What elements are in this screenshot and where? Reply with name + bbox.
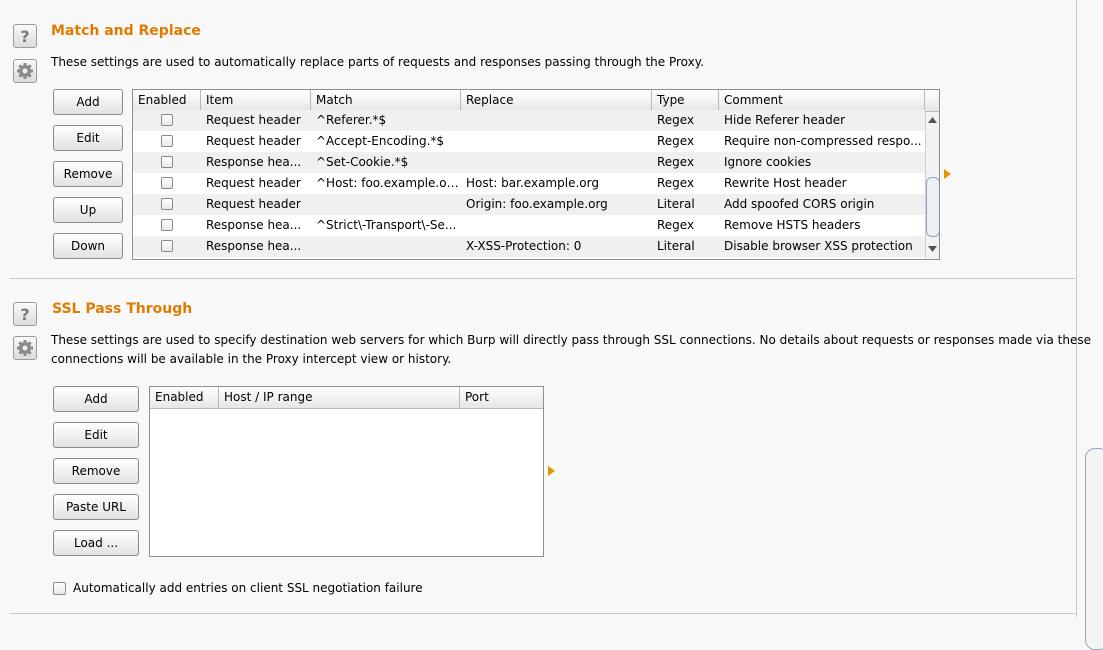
cell-comment: Add spoofed CORS origin	[724, 197, 875, 211]
help-icon: ?	[20, 27, 29, 45]
expand-arrow-icon[interactable]	[944, 169, 951, 179]
table-row[interactable]: Response hea... X-XSS-Protection: 0 Litera…	[133, 236, 925, 257]
cell-replace	[461, 152, 652, 173]
cell-comment: Require non-compressed respo...	[724, 134, 922, 148]
ssl-pass-through-title: SSL Pass Through	[52, 301, 193, 317]
cell-match: ^Set-Cookie.*$	[316, 155, 409, 169]
match-replace-table[interactable]: Enabled Item Match Replace Type Comment …	[132, 89, 940, 260]
match-replace-scrollbar-thumb[interactable]	[926, 177, 939, 237]
ssl-load-button[interactable]: Load ...	[53, 530, 139, 556]
match-replace-up-button[interactable]: Up	[53, 197, 123, 223]
svg-text:?: ?	[20, 305, 29, 323]
ssl-paste-url-button[interactable]: Paste URL	[53, 494, 139, 520]
auto-add-ssl-failure-label: Automatically add entries on client SSL …	[73, 581, 423, 595]
cell-replace: Host: bar.example.org	[466, 176, 599, 190]
table-row[interactable]: Request header ^Accept-Encoding.*$ Regex Re…	[133, 131, 925, 152]
ssl-remove-button[interactable]: Remove	[53, 458, 139, 484]
table-row[interactable]: Request header ^Referer.*$ Regex Hide Refer…	[133, 110, 925, 131]
cell-match: ^Host: foo.example.org$	[316, 176, 461, 190]
row-enabled-checkbox[interactable]	[161, 156, 173, 168]
match-replace-scrollbar[interactable]	[925, 112, 939, 259]
column-header-type[interactable]: Type	[652, 90, 719, 111]
match-replace-add-button[interactable]: Add	[53, 89, 123, 115]
cell-replace	[461, 215, 652, 236]
ssl-edit-button[interactable]: Edit	[53, 422, 139, 448]
cell-replace: Origin: foo.example.org	[466, 197, 608, 211]
gear-icon	[17, 340, 33, 356]
cell-type: Regex	[657, 155, 695, 169]
cell-comment: Remove HSTS headers	[724, 218, 861, 232]
cell-comment: Hide Referer header	[724, 113, 846, 127]
match-replace-title: Match and Replace	[51, 23, 201, 39]
column-header-replace[interactable]: Replace	[461, 90, 652, 111]
column-header-item[interactable]: Item	[201, 90, 311, 111]
table-row[interactable]: Request header Origin: foo.example.org Lit…	[133, 194, 925, 215]
cell-type: Regex	[657, 218, 695, 232]
cell-item: Request header	[206, 134, 301, 148]
table-row[interactable]: Response hea... ^Strict\-Transport\-Se...…	[133, 215, 925, 236]
ssl-add-button[interactable]: Add	[53, 386, 139, 412]
help-button-ssl-pass-through[interactable]: ?	[13, 302, 37, 326]
row-enabled-checkbox[interactable]	[161, 219, 173, 231]
cell-match: ^Strict\-Transport\-Se...	[316, 218, 457, 232]
cell-item: Response hea...	[206, 239, 302, 253]
cell-type: Regex	[657, 176, 695, 190]
cell-item: Request header	[206, 197, 301, 211]
row-enabled-checkbox[interactable]	[161, 135, 173, 147]
column-header-enabled[interactable]: Enabled	[150, 387, 219, 408]
cell-item: Response hea...	[206, 218, 302, 232]
svg-text:?: ?	[20, 27, 29, 45]
cell-match	[311, 194, 461, 215]
settings-button-match-replace[interactable]	[13, 59, 37, 83]
cell-comment: Rewrite Host header	[724, 176, 847, 190]
cell-match: ^Referer.*$	[316, 113, 387, 127]
match-replace-edit-button[interactable]: Edit	[53, 125, 123, 151]
row-enabled-checkbox[interactable]	[161, 198, 173, 210]
gear-icon	[17, 63, 33, 79]
cell-type: Literal	[657, 197, 695, 211]
cell-type: Regex	[657, 113, 695, 127]
section-separator	[10, 613, 1075, 614]
cell-match: ^Accept-Encoding.*$	[316, 134, 445, 148]
help-icon: ?	[20, 305, 29, 323]
settings-button-ssl-pass-through[interactable]	[13, 336, 37, 360]
table-header: Enabled Host / IP range Port	[150, 387, 543, 409]
column-header-enabled[interactable]: Enabled	[133, 90, 201, 111]
table-row[interactable]: Request header ^Host: foo.example.org$ Hos…	[133, 173, 925, 194]
cell-replace	[461, 110, 652, 131]
row-enabled-checkbox[interactable]	[161, 114, 173, 126]
ssl-pass-through-table[interactable]: Enabled Host / IP range Port	[149, 386, 544, 557]
match-replace-remove-button[interactable]: Remove	[53, 161, 123, 187]
cell-comment: Disable browser XSS protection	[724, 239, 913, 253]
row-enabled-checkbox[interactable]	[161, 240, 173, 252]
ssl-pass-through-description-line1: These settings are used to specify desti…	[51, 333, 1091, 347]
cell-replace: X-XSS-Protection: 0	[466, 239, 582, 253]
match-replace-down-button[interactable]: Down	[53, 233, 123, 259]
column-header-port[interactable]: Port	[465, 390, 489, 404]
cell-comment: Ignore cookies	[724, 155, 812, 169]
page-scrollbar-thumb[interactable]	[1085, 448, 1103, 650]
auto-add-ssl-failure-checkbox[interactable]	[53, 582, 66, 595]
column-header-host[interactable]: Host / IP range	[219, 387, 460, 408]
panel-right-border	[1076, 0, 1077, 617]
section-separator	[10, 278, 1075, 279]
cell-replace	[461, 131, 652, 152]
table-row[interactable]: Response hea... ^Set-Cookie.*$ Regex Ignore…	[133, 152, 925, 173]
cell-item: Request header	[206, 176, 301, 190]
cell-type: Regex	[657, 134, 695, 148]
scroll-up-arrow-icon[interactable]	[928, 117, 937, 123]
table-header: Enabled Item Match Replace Type Comment	[133, 90, 939, 112]
cell-item: Request header	[206, 113, 301, 127]
row-enabled-checkbox[interactable]	[161, 177, 173, 189]
expand-arrow-icon[interactable]	[548, 466, 555, 476]
column-header-match[interactable]: Match	[311, 90, 461, 111]
help-button-match-replace[interactable]: ?	[13, 24, 37, 48]
ssl-pass-through-description-line2: connections will be available in the Pro…	[51, 352, 452, 366]
cell-item: Response hea...	[206, 155, 302, 169]
scroll-down-arrow-icon[interactable]	[928, 246, 937, 252]
match-replace-description: These settings are used to automatically…	[51, 55, 704, 69]
cell-type: Literal	[657, 239, 695, 253]
cell-match	[311, 236, 461, 257]
column-header-comment[interactable]: Comment	[719, 90, 925, 111]
